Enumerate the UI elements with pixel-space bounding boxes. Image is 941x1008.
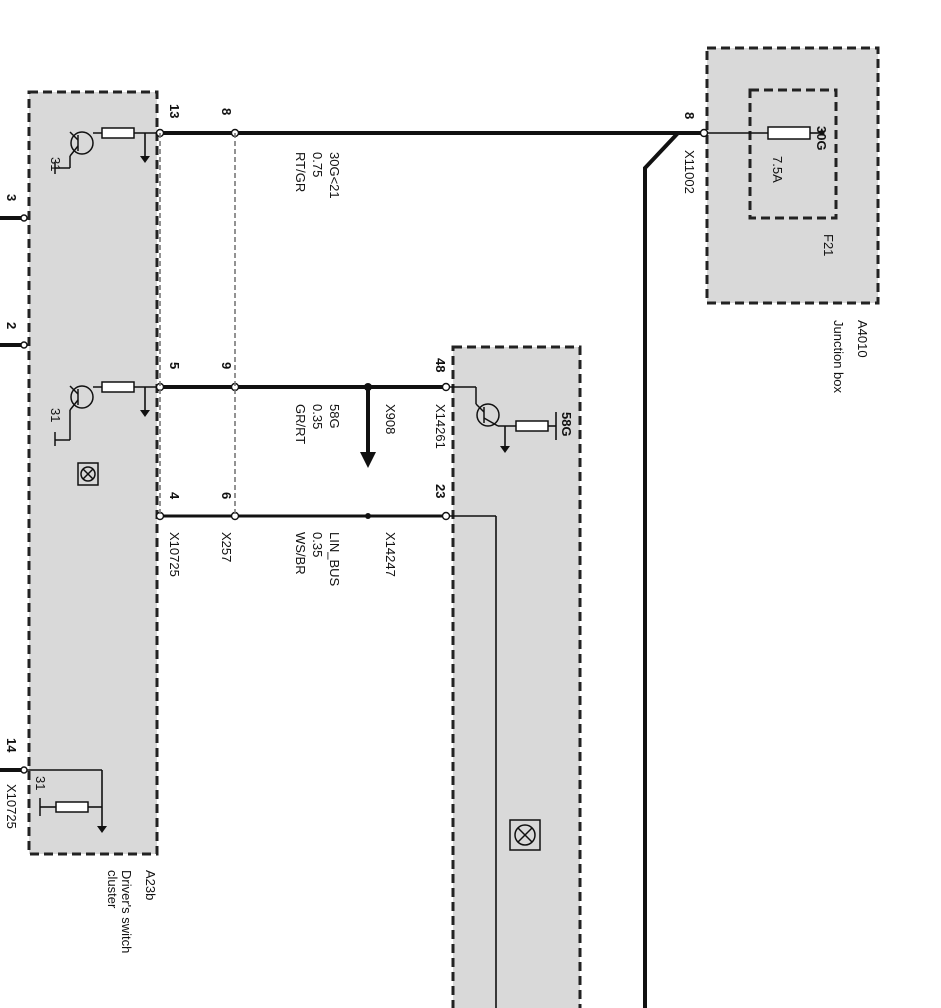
x257-pin-6: 6 [219,492,234,499]
switch-pin-2: 2 [4,322,19,329]
switch-pin-3: 3 [4,194,19,201]
right-module-connector-b: X14247 [383,532,398,577]
fuse-terminal-label: 30G [814,126,829,151]
ground-label-1: 31 [48,157,63,171]
fuse-rating-label: 7.5A [770,156,785,183]
wire-lin-color: WS/BR [293,532,308,575]
right-module-terminal: 58G [559,412,574,437]
fuse-holder-outline [748,88,838,220]
wire-lin-signal: LIN_BUS [327,532,342,587]
wire-30g: 30G<21 0.75 RT/GR [155,128,709,1008]
lamp-icon [77,462,99,486]
resistor-icon [55,801,89,813]
wire-30g-signal: 30G<21 [327,152,342,199]
junction-box-name: Junction box [831,320,846,393]
switch-connector-label: X10725 [167,532,182,577]
arrow-down-icon [360,452,376,468]
right-module-connector-a: X14261 [433,404,448,449]
right-module: 58G 48 X14261 23 X14247 [383,345,582,1008]
switch-pin-4: 4 [167,492,182,500]
fuse-icon [704,126,825,140]
switch-connector-left-label: X10725 [4,784,19,829]
x257-label: X257 [219,532,234,562]
transistor-icon [55,385,102,441]
left-wire-stubs [0,214,28,774]
wire-lin-bus: LIN_BUS 0.35 WS/BR [155,511,451,587]
switch-cluster-outline [27,90,159,856]
fuse-id-label: F21 [821,234,836,256]
arrow-down-icon [140,156,150,163]
ground-label-3: 31 [33,776,48,790]
wire-58g-color: GR/RT [293,404,308,444]
resistor-icon [515,420,549,432]
switch-cluster-id: A23b [143,870,158,900]
splice-point [365,513,371,519]
splice-label: X908 [383,404,398,434]
junction-box: 30G 7.5A F21 8 X11002 A4010 Junction box [682,46,880,393]
arrow-down-icon [500,446,510,453]
right-module-pin-48: 48 [433,358,448,372]
switch-cluster: 31 31 [4,90,182,953]
transistor-icon [448,386,500,427]
wire-58g: X908 58G 0.35 GR/RT [155,382,451,468]
junction-connector-label: X11002 [682,150,697,194]
junction-pin-label: 8 [682,112,697,119]
switch-pin-5: 5 [167,362,182,369]
connector-x257: 8 9 6 X257 [219,108,236,562]
lamp-icon [509,819,541,851]
arrow-down-icon [140,410,150,417]
transistor-icon [55,131,102,169]
right-module-pin-23: 23 [433,484,448,498]
wire-30g-gauge: 0.75 [310,152,325,177]
right-module-outline [451,345,582,1008]
resistor-icon [101,127,135,139]
x257-pin-9: 9 [219,362,234,369]
switch-pin-14: 14 [4,738,19,753]
wire-58g-gauge: 0.35 [310,404,325,429]
ground-label-2: 31 [48,408,63,422]
arrow-down-icon [97,826,107,833]
x257-pin-8: 8 [219,108,234,115]
switch-cluster-name-2: cluster [105,870,120,909]
switch-cluster-name-1: Driver's switch [119,870,134,953]
resistor-icon [101,381,135,393]
wire-30g-color: RT/GR [293,152,308,192]
switch-pin-13: 13 [167,104,182,118]
junction-box-id: A4010 [855,320,870,358]
wire-58g-signal: 58G [327,404,342,429]
wire-lin-gauge: 0.35 [310,532,325,557]
